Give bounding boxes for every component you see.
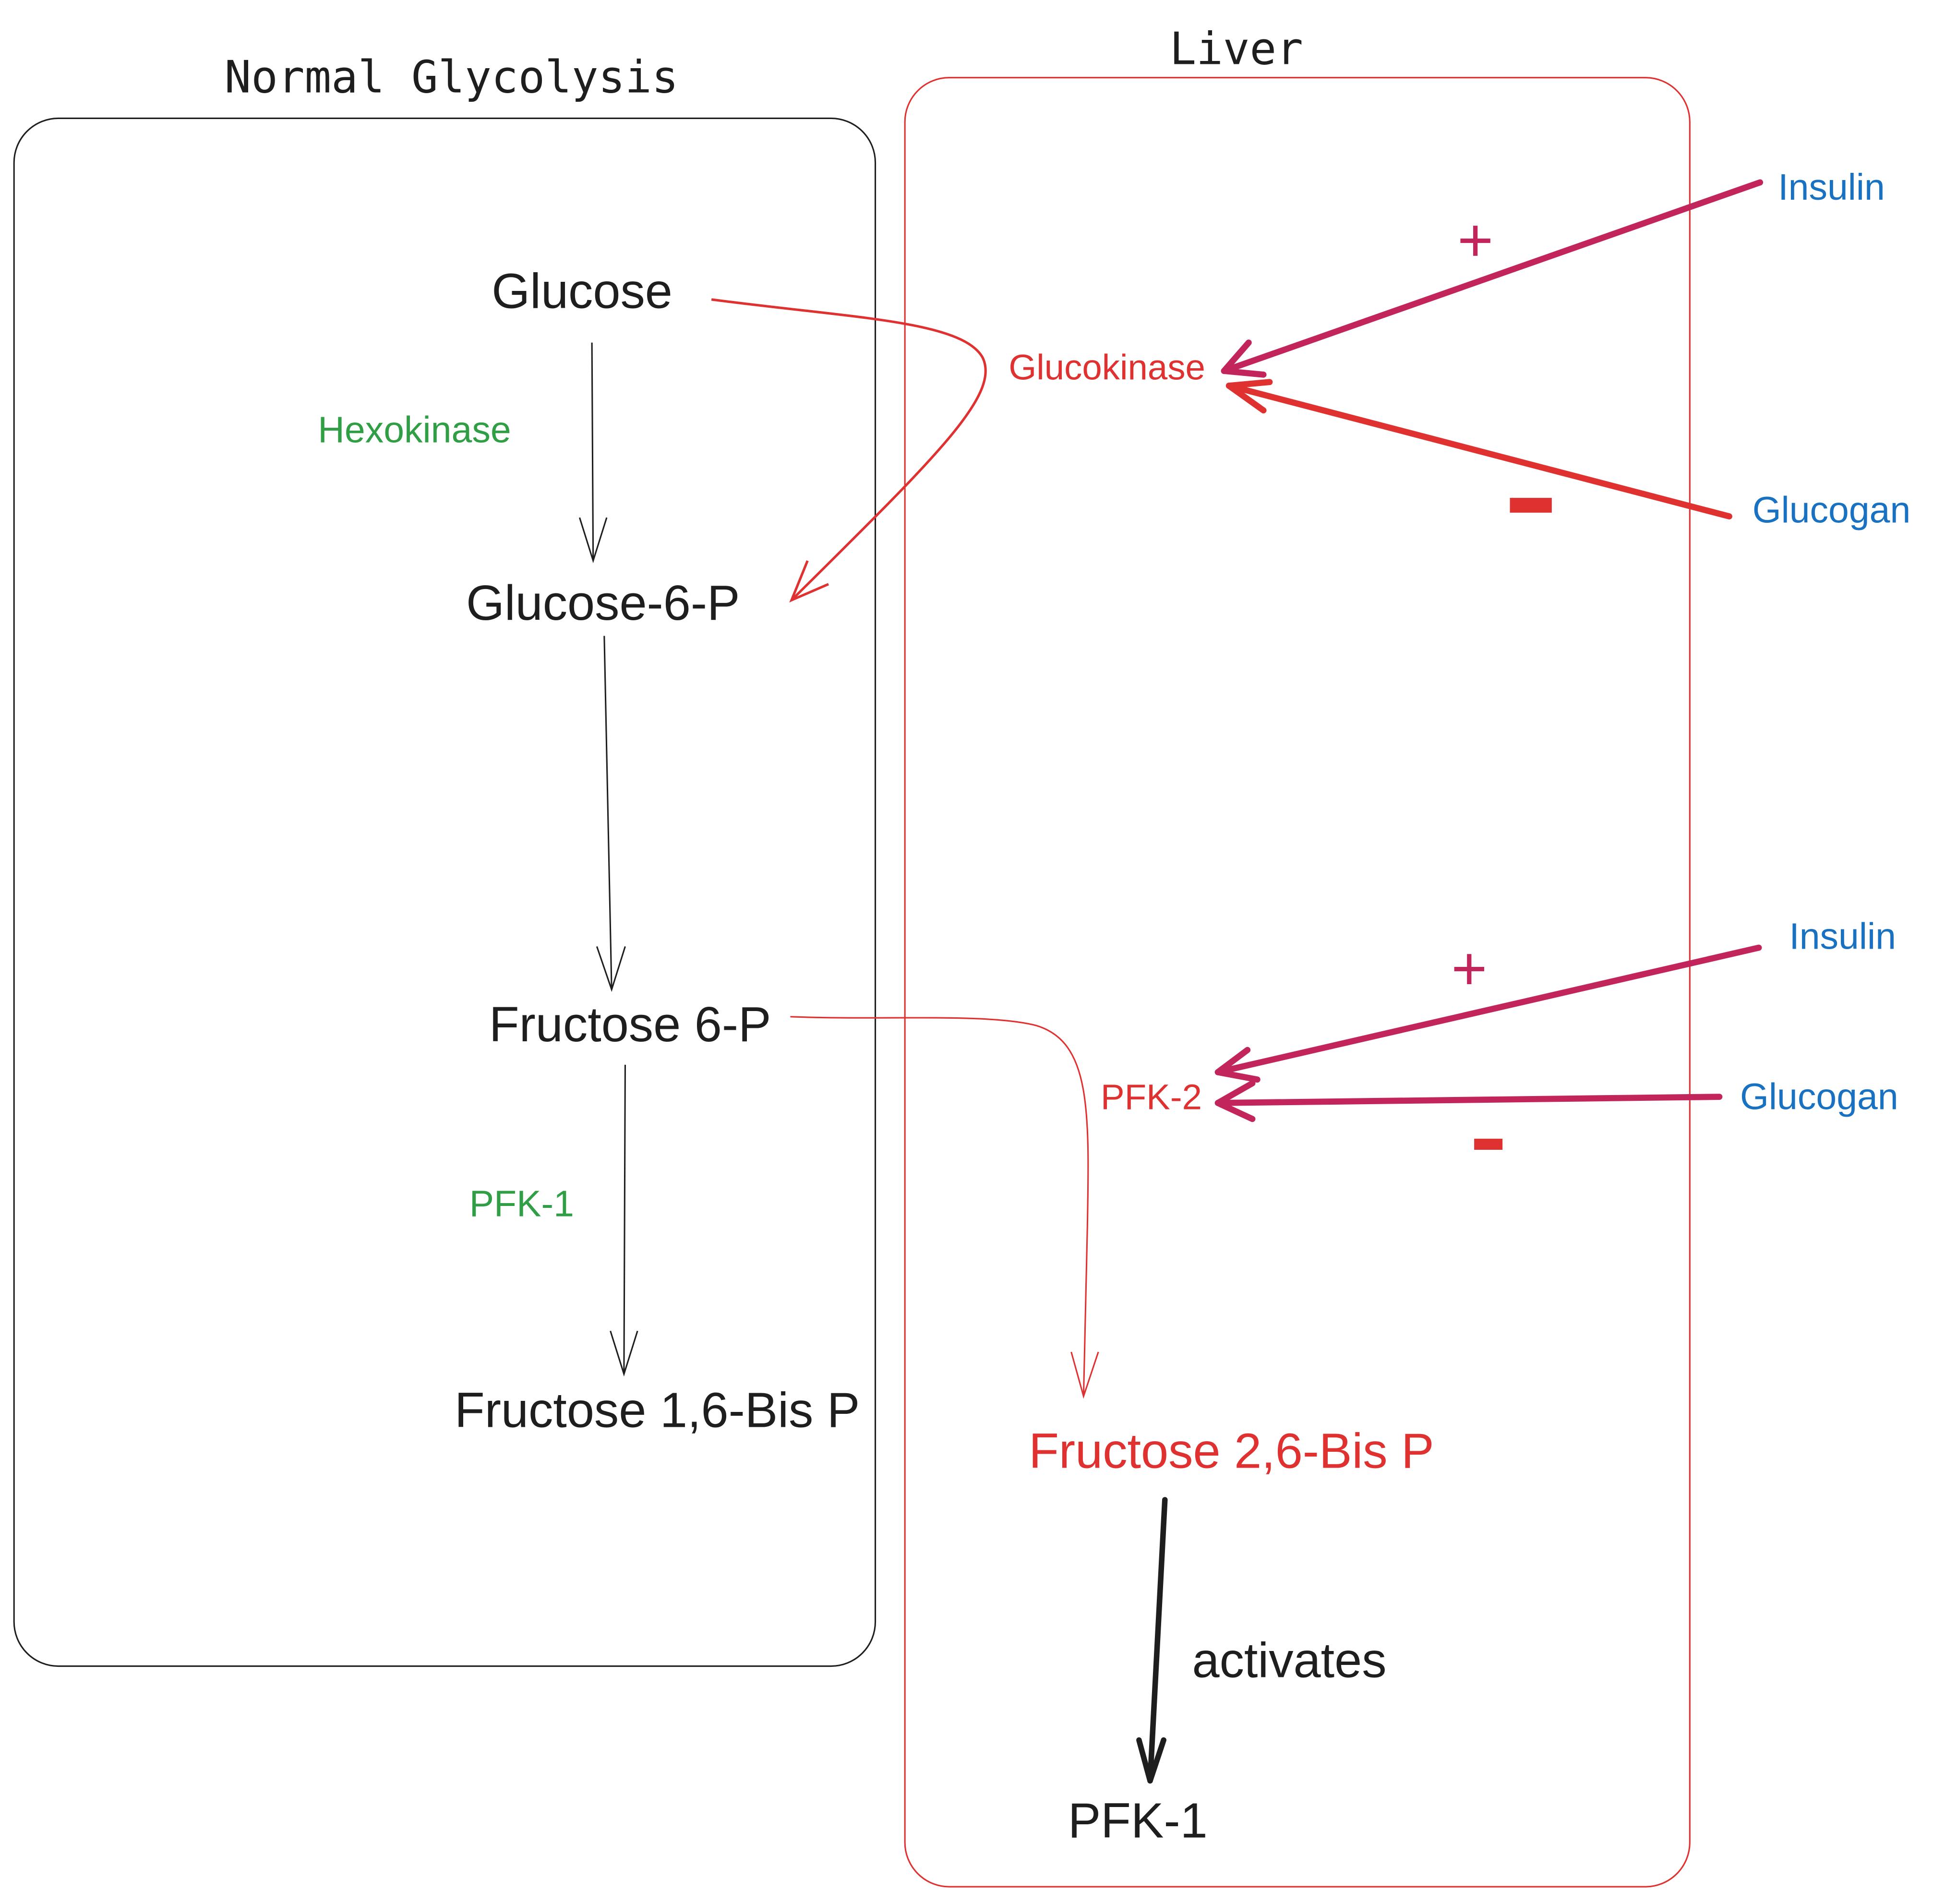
pfk-1-target-label: PFK-1 <box>1068 1793 1208 1848</box>
glucagon-bottom-label: Glucogan <box>1740 1076 1898 1117</box>
arrowhead-icon <box>596 946 626 992</box>
g6p-to-f6p-arrow <box>603 636 612 990</box>
insulin-bottom-label: Insulin <box>1789 916 1896 957</box>
insulin-activates-pfk2-arrow <box>1214 944 1762 1075</box>
normal-glycolysis-title: Normal Glycolysis <box>225 51 679 103</box>
fructose-6-p-label: Fructose 6-P <box>489 997 771 1052</box>
arrowhead-icon <box>1070 1351 1099 1399</box>
glucokinase-pathway-curve <box>711 298 987 601</box>
glucagon-top-label: Glucogan <box>1753 489 1911 530</box>
activates-label: activates <box>1192 1633 1386 1688</box>
normal-glycolysis-box <box>13 117 876 1667</box>
arrowhead-icon <box>578 517 608 564</box>
arrowhead-icon <box>1214 1080 1256 1122</box>
minus-sign-top <box>1510 498 1552 513</box>
normal-glycolysis-panel: Normal Glycolysis Glucose Hexokinase Glu… <box>13 51 876 1667</box>
glucose-6-p-label: Glucose-6-P <box>466 575 740 630</box>
glucose-label: Glucose <box>492 264 672 319</box>
pfk-2-label: PFK-2 <box>1101 1077 1202 1117</box>
insulin-top-label: Insulin <box>1778 167 1885 208</box>
arrowhead-icon <box>1214 1047 1261 1083</box>
arrowhead-icon <box>1225 379 1273 414</box>
glucagon-inhibits-glucokinase-arrow <box>1225 383 1732 519</box>
glucose-to-g6p-arrow <box>591 342 594 561</box>
arrowhead-icon <box>610 1330 638 1377</box>
minus-sign-bottom <box>1474 1138 1503 1150</box>
insulin-activates-glucokinase-arrow <box>1221 179 1764 374</box>
fructose-1-6-bis-p-label: Fructose 1,6-Bis P <box>455 1383 860 1438</box>
liver-panel: Liver Glucokinase + Insulin Glucogan PFK… <box>711 23 1911 1888</box>
liver-title: Liver <box>1170 23 1303 74</box>
fructose-2-6-bis-p-label: Fructose 2,6-Bis P <box>1029 1423 1434 1478</box>
arrowhead-icon <box>1221 339 1267 378</box>
f6p-to-f16bp-arrow <box>623 1064 626 1374</box>
pfk-1-enzyme-label: PFK-1 <box>469 1183 574 1225</box>
arrowhead-icon <box>1136 1737 1166 1784</box>
glucagon-inhibits-pfk2-arrow <box>1214 1094 1723 1106</box>
liver-box <box>904 77 1691 1888</box>
arrowhead-icon <box>789 560 829 603</box>
activates-arrow <box>1147 1497 1168 1784</box>
hexokinase-label: Hexokinase <box>318 410 511 451</box>
glucokinase-label: Glucokinase <box>1009 348 1205 387</box>
plus-sign-bottom: + <box>1451 934 1487 1003</box>
pfk2-pathway-curve <box>790 1016 1089 1397</box>
plus-sign-top: + <box>1457 206 1493 275</box>
